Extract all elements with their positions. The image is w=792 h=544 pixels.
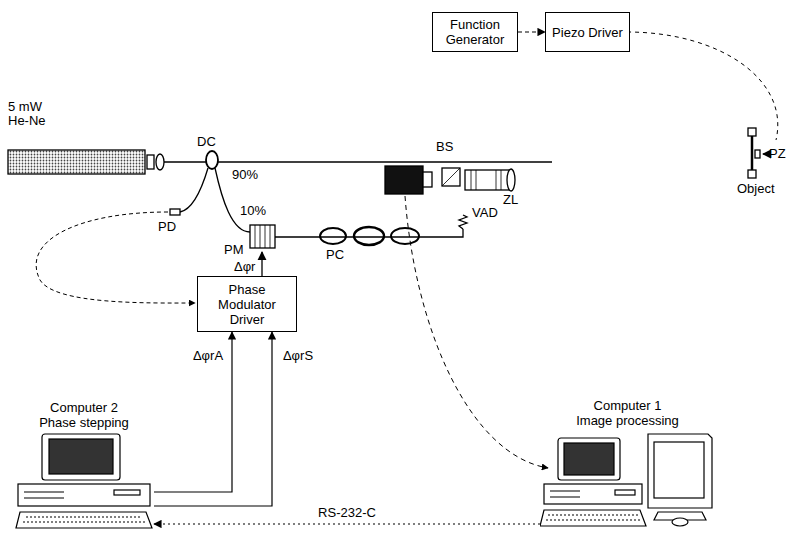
device-box: Phase Modulator Driver	[197, 276, 297, 332]
object-mount	[748, 128, 756, 136]
part-label: 10%	[240, 204, 266, 218]
laser	[8, 150, 145, 174]
beam-splitter	[442, 168, 460, 186]
fiber-pd	[180, 168, 208, 212]
computer-drawing	[14, 432, 154, 532]
coupler	[147, 155, 154, 169]
part-label: PM	[224, 243, 244, 257]
part-label: PD	[158, 220, 176, 234]
video-line	[405, 196, 548, 468]
part-label: ZL	[503, 193, 518, 207]
part-label: 5 mW He-Ne	[8, 100, 58, 128]
piezo-line	[627, 32, 778, 140]
signal-connector	[154, 332, 232, 492]
node-label: Function Generator	[439, 17, 511, 47]
signal-connector	[154, 332, 272, 506]
node-label: Computer 1 Image processing	[561, 398, 695, 428]
part-label: VAD	[472, 206, 498, 220]
computer: Computer 2 Phase stepping	[14, 400, 154, 532]
fiber	[164, 161, 206, 162]
camera	[385, 166, 423, 194]
node-label: Piezo Driver	[552, 25, 623, 40]
device-box: Piezo Driver	[545, 12, 630, 52]
phase-modulator	[250, 225, 275, 248]
part-label: BS	[436, 140, 453, 154]
signal-connector	[154, 523, 540, 524]
edge-label: RS-232-C	[316, 506, 378, 520]
node-label: Computer 2 Phase stepping	[17, 400, 151, 430]
edge-label: ΔφrA	[191, 349, 225, 363]
node-label: Phase Modulator Driver	[211, 282, 283, 327]
photodiode	[170, 209, 180, 215]
zoom-lens	[465, 170, 509, 190]
piezo	[755, 150, 760, 158]
signal-line	[36, 212, 195, 303]
attenuator	[459, 215, 467, 229]
edge-label: ΔφrS	[281, 349, 315, 363]
computer: Computer 1 Image processing	[540, 398, 715, 530]
device-box: Function Generator	[432, 12, 518, 52]
drive-arrow	[261, 252, 262, 277]
part-label: DC	[197, 135, 216, 149]
object	[751, 136, 754, 170]
part-label: PC	[326, 248, 344, 262]
part-label: Object	[737, 182, 775, 196]
computer-drawing	[540, 430, 715, 530]
part-label: 90%	[232, 168, 258, 182]
part-label: PZ	[769, 147, 786, 161]
part-label: Δφr	[234, 260, 255, 274]
directional-coupler	[206, 151, 218, 169]
fiber-90	[218, 161, 552, 162]
signal-connector	[518, 31, 545, 32]
fiber-ref	[275, 229, 463, 237]
